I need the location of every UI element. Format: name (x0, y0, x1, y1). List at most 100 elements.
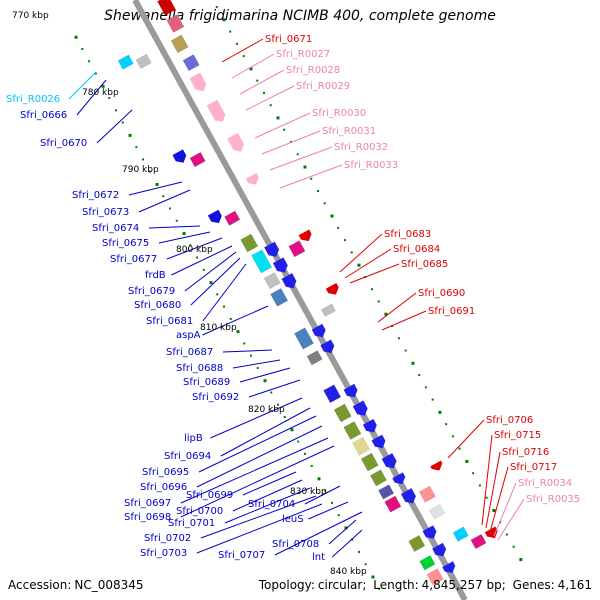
gene-box (135, 53, 152, 70)
scale-tick (492, 508, 496, 512)
scale-tick (431, 398, 434, 401)
gene-arrow (352, 400, 368, 416)
leader-line (224, 487, 311, 524)
leader-line (222, 349, 273, 353)
gene-arrow (484, 526, 498, 539)
leader-line (232, 359, 281, 369)
gene-box (263, 272, 281, 290)
scale-tick (330, 501, 333, 504)
scale-tick (310, 465, 313, 468)
leader-line (180, 445, 335, 518)
leader-line (158, 231, 211, 244)
gene-labels: Sfri_0671Sfri_R0027Sfri_R0028Sfri_R0029S… (6, 34, 580, 563)
scale-tick (438, 410, 442, 414)
gene-label: Sfri_R0033 (344, 160, 398, 171)
leader-line (210, 397, 303, 439)
gene-arrow (343, 383, 358, 398)
gene-label: Sfri_0685 (401, 259, 448, 270)
scale-tick (88, 60, 91, 63)
scale-tick (128, 133, 132, 137)
gene-label: lnt (312, 552, 325, 563)
scale-tick (404, 349, 407, 352)
gene-box (320, 303, 336, 317)
scale-label: 770 kbp (12, 11, 49, 21)
label-leader-lines (68, 38, 525, 558)
scale-tick (202, 268, 205, 271)
leader-line (493, 482, 517, 537)
leader-line (196, 503, 323, 554)
gene-arrow (272, 257, 288, 273)
scale-tick (370, 288, 373, 291)
gene-label: Sfri_R0031 (322, 126, 376, 137)
gene-label: Sfri_0687 (166, 347, 213, 358)
gene-box (294, 327, 314, 350)
gene-label: Sfri_0684 (393, 244, 440, 255)
gene-arrow (207, 209, 222, 224)
gene-box (429, 504, 446, 520)
scale-tick (472, 472, 475, 475)
gene-arrow (264, 241, 280, 257)
leader-line (200, 495, 317, 539)
gene-box (419, 555, 436, 571)
gene-box (360, 452, 379, 472)
scale-tick (505, 533, 508, 536)
scale-tick (256, 366, 259, 369)
gene-label: Sfri_R0034 (518, 478, 572, 489)
leader-line (331, 529, 363, 558)
scale-tick (485, 496, 488, 499)
gene-label: Sfri_0692 (192, 392, 239, 403)
gene-label: Sfri_0717 (510, 462, 557, 473)
scale-tick (337, 226, 340, 229)
scale-tick (418, 374, 421, 377)
leader-line (497, 498, 525, 541)
gene-label: Sfri_R0027 (276, 49, 330, 60)
gene-box (306, 350, 323, 366)
gene-arrow (432, 542, 447, 557)
gene-arrow (206, 99, 226, 122)
leader-line (128, 181, 183, 196)
scale-tick (283, 416, 286, 419)
leader-line (349, 263, 400, 284)
gene-label: Sfri_0703 (140, 548, 187, 559)
scale-tick (276, 116, 280, 120)
scale-tick (115, 109, 118, 112)
gene-box (408, 534, 426, 552)
scale-tick (182, 232, 186, 236)
gene-arrow (430, 460, 443, 471)
gene-label: Sfri_0694 (164, 451, 211, 462)
scale-tick (250, 354, 253, 357)
gene-box (224, 210, 241, 226)
leader-line (261, 130, 321, 155)
scale-tick (337, 514, 340, 517)
scale-tick (289, 140, 292, 143)
gene-arrow (245, 172, 259, 185)
gene-arrow (227, 132, 245, 152)
gene-box (182, 54, 200, 72)
scale-tick (135, 146, 138, 149)
scale-label: 810 kbp (200, 323, 237, 333)
gene-box (369, 469, 387, 487)
gene-label: leuS (282, 514, 304, 525)
gene-label: Sfri_0707 (218, 550, 265, 561)
leader-line (138, 189, 191, 213)
gene-box (157, 0, 176, 16)
leader-line (242, 471, 297, 496)
gene-box (426, 568, 444, 586)
gene-label: Sfri_0679 (128, 286, 175, 297)
scale-tick (465, 459, 469, 463)
scale-tick (323, 202, 326, 205)
gene-label: Sfri_R0030 (312, 108, 366, 119)
scale-tick (142, 158, 145, 161)
gene-arrow (362, 418, 377, 433)
leader-line (489, 466, 509, 533)
scale-tick (276, 403, 279, 406)
gene-box (288, 240, 306, 258)
gene-label: Sfri_0689 (183, 377, 230, 388)
gene-label: Sfri_0666 (20, 110, 67, 121)
scale-tick (223, 305, 226, 308)
gene-arrow (381, 453, 397, 469)
gene-box (452, 526, 469, 542)
gene-label: Sfri_0671 (265, 34, 312, 45)
scale-tick (94, 72, 97, 75)
